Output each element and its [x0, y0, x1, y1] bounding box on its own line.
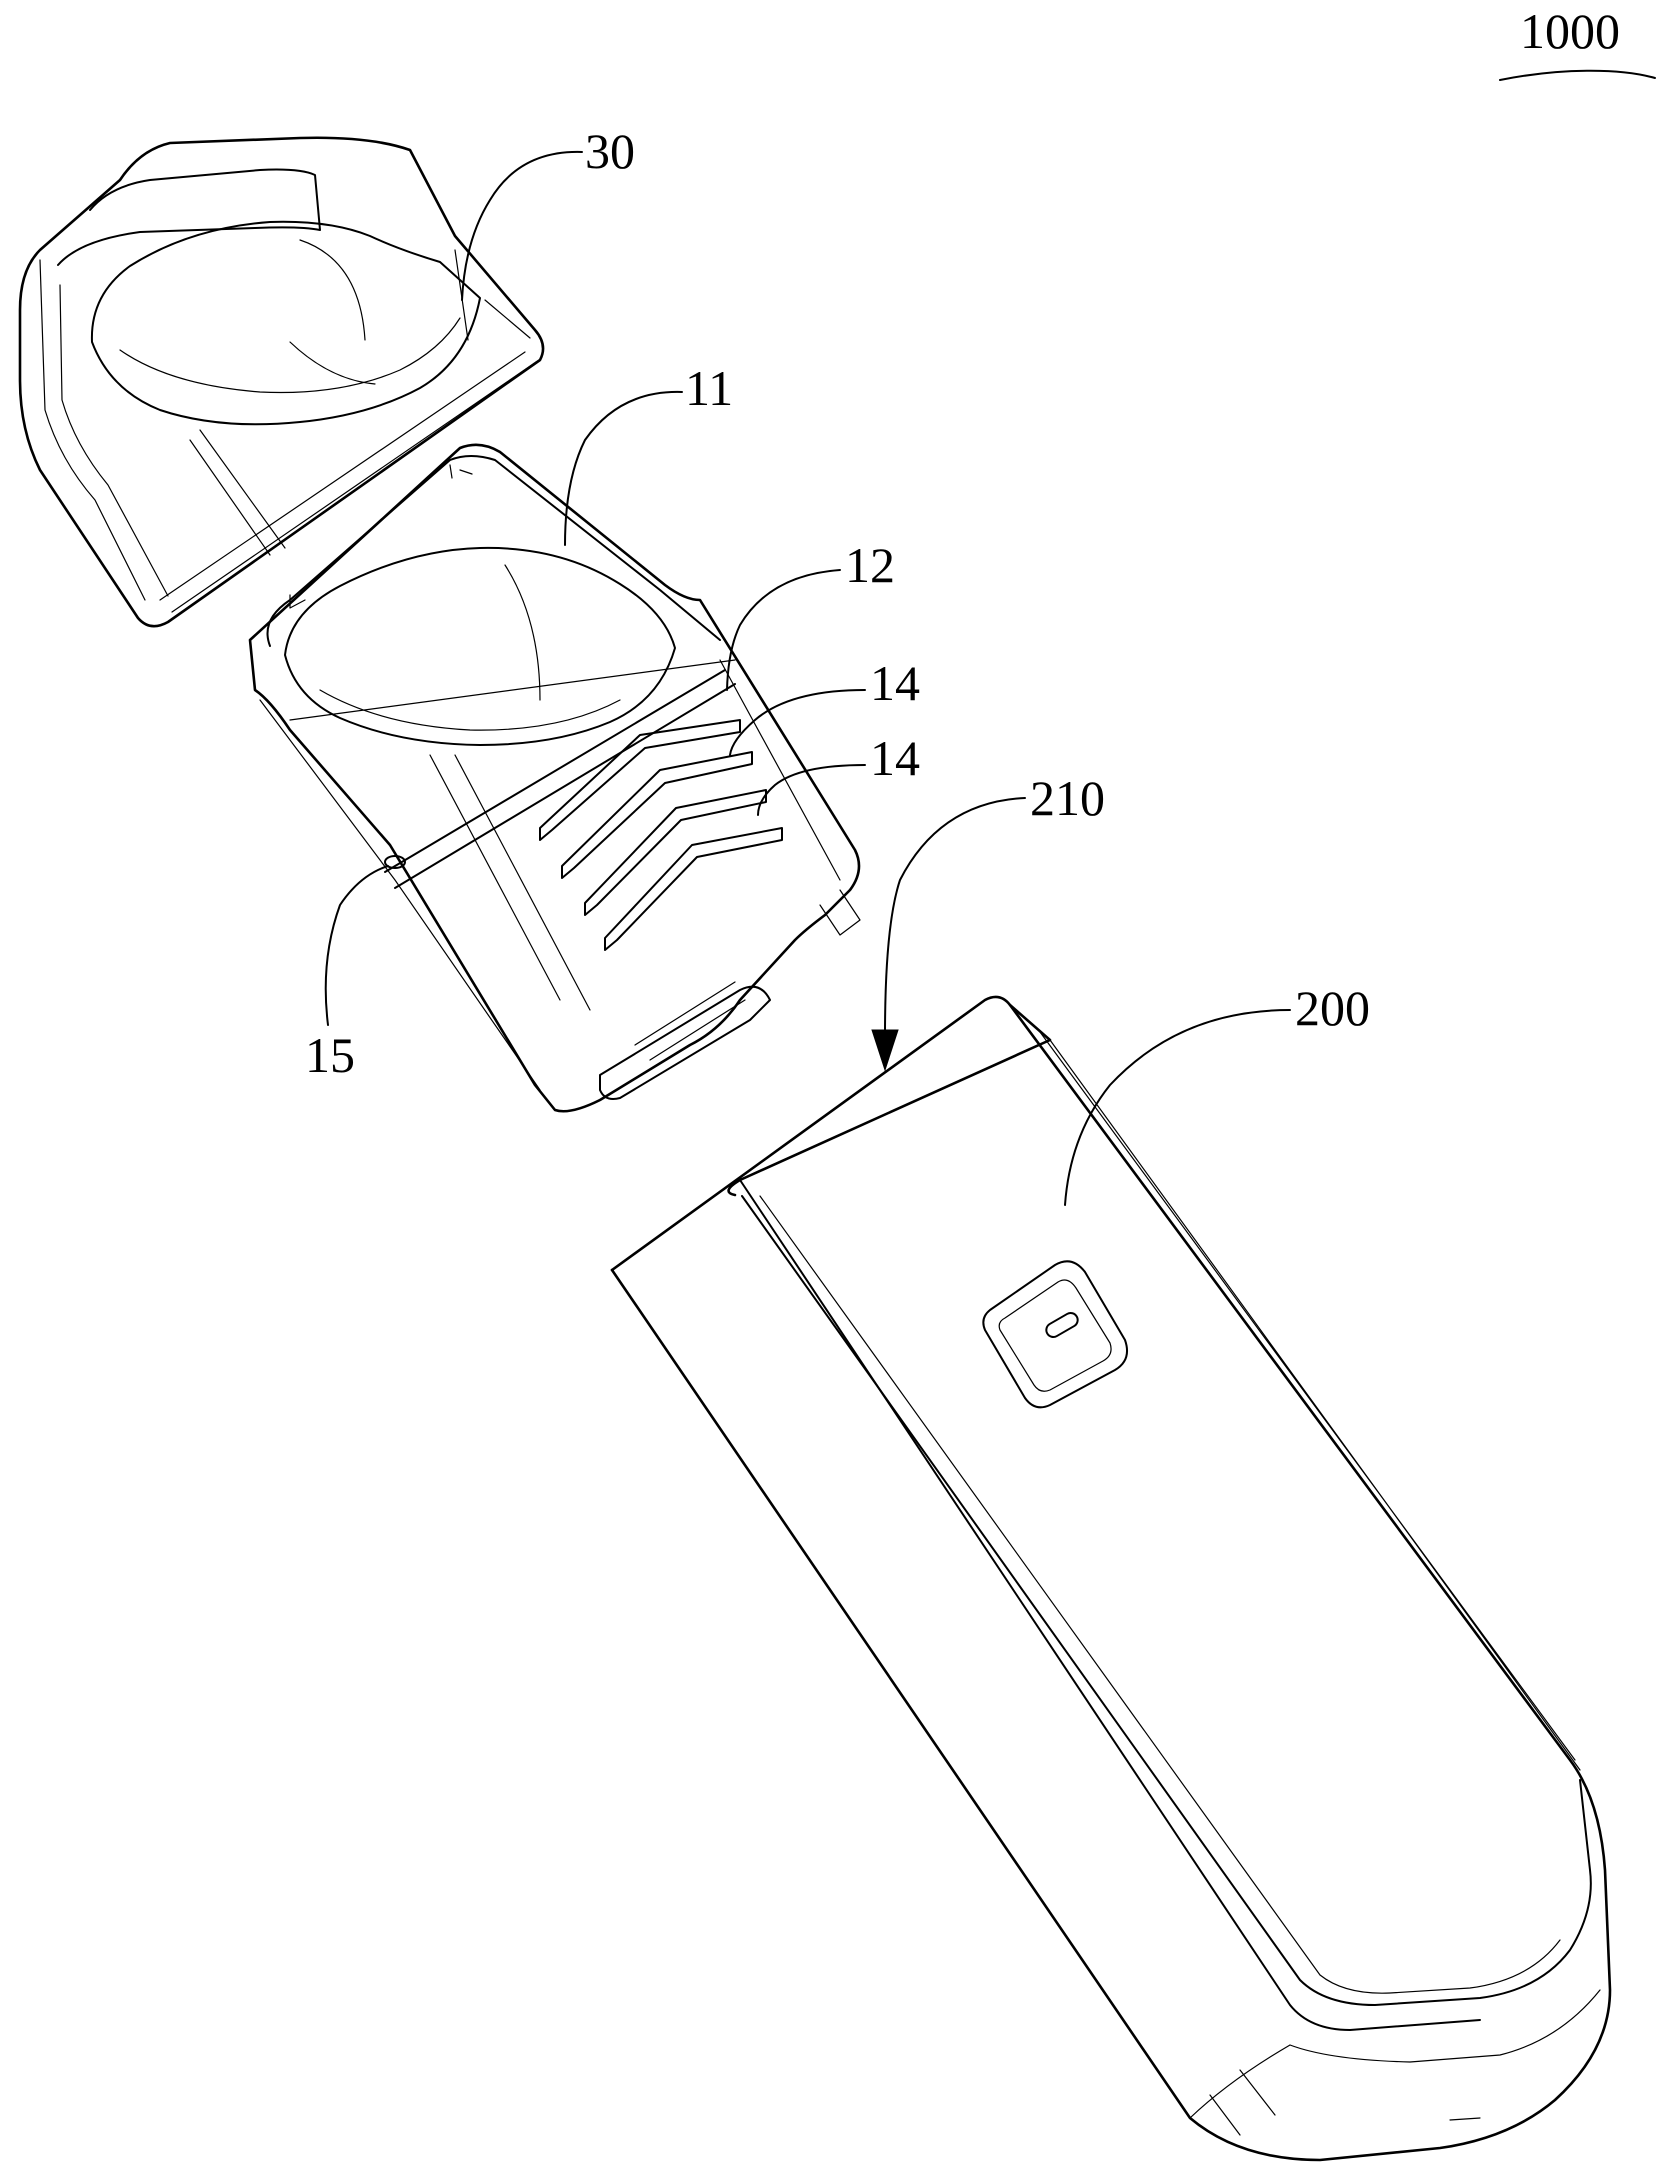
cartridge-mouth-opening	[284, 546, 676, 746]
button-slot	[1045, 1312, 1079, 1338]
cartridge-left-edge	[259, 699, 541, 1091]
body-front-panel-inner	[759, 1195, 1561, 1994]
cartridge-bottom-block	[599, 985, 771, 1100]
callout-14a-label: 14	[870, 655, 920, 711]
chevron-groove-4	[604, 827, 783, 951]
callout-30-label: 30	[585, 123, 635, 179]
body-bottom-cap-line	[1189, 1989, 1601, 2119]
cartridge-11-12	[248, 443, 861, 1113]
callout-11-leader	[564, 390, 683, 546]
cap-front-crease	[189, 429, 286, 556]
cap-side-edge-2	[59, 284, 169, 597]
callout-14b-leader	[757, 764, 866, 816]
cartridge-outline	[248, 443, 861, 1113]
callout-14a-leader	[729, 689, 866, 756]
body-bottom-detail	[1209, 2069, 1481, 2136]
callout-200-leader	[1064, 1009, 1291, 1206]
button-outer	[982, 1260, 1128, 1409]
chevron-grooves-14	[539, 719, 783, 951]
callout-210-leader	[884, 797, 1026, 1036]
chevron-groove-2	[561, 751, 753, 879]
callout-200-label: 200	[1295, 980, 1370, 1036]
callout-11-label: 11	[685, 360, 733, 416]
callout-210-label: 210	[1030, 770, 1105, 826]
cap-rim	[57, 168, 321, 266]
callout-12-leader	[726, 569, 841, 691]
cartridge-seam	[384, 669, 736, 889]
chevron-groove-3	[584, 789, 767, 916]
body-top-face	[610, 995, 1052, 1272]
callout-30-leader	[461, 150, 583, 301]
cap-bottom-band	[159, 351, 537, 613]
cap-mouth-inner-curve	[119, 317, 461, 394]
cartridge-mouth-inner	[319, 564, 621, 731]
body-front-edge	[739, 1179, 1481, 2031]
chevron-groove-1	[539, 719, 741, 841]
cap-outline	[18, 136, 545, 628]
side-hole-15	[384, 855, 406, 869]
cap-mouth-inner-fold	[289, 239, 376, 385]
body-front-panel	[741, 1195, 1592, 2006]
cartridge-bottom-detail	[634, 889, 861, 1061]
callouts: 30 11 12 14 14 15 210 200	[305, 123, 1370, 1206]
body-200	[610, 995, 1612, 2162]
cap-mouth-opening	[90, 220, 481, 426]
body-outline	[610, 1003, 1612, 2162]
cap-side-edge	[39, 259, 146, 601]
callout-210-arrowhead	[871, 1029, 899, 1072]
callout-15-label: 15	[305, 1027, 355, 1083]
cartridge-top-surface	[266, 455, 721, 647]
body-right-edge	[1039, 1031, 1581, 1771]
cartridge-side-crease	[429, 659, 841, 1011]
cartridge-seam-upper	[289, 659, 736, 721]
callout-12-label: 12	[845, 537, 895, 593]
figure-reference: 1000	[1499, 3, 1656, 81]
callout-14b-label: 14	[870, 730, 920, 786]
button-inner	[998, 1279, 1112, 1392]
body-button	[982, 1260, 1128, 1409]
callout-15-leader	[324, 865, 389, 1026]
cap-30	[18, 136, 545, 628]
figure-reference-label: 1000	[1520, 3, 1620, 59]
figure-reference-underline	[1499, 69, 1656, 81]
cartridge-top-notches	[289, 464, 473, 609]
